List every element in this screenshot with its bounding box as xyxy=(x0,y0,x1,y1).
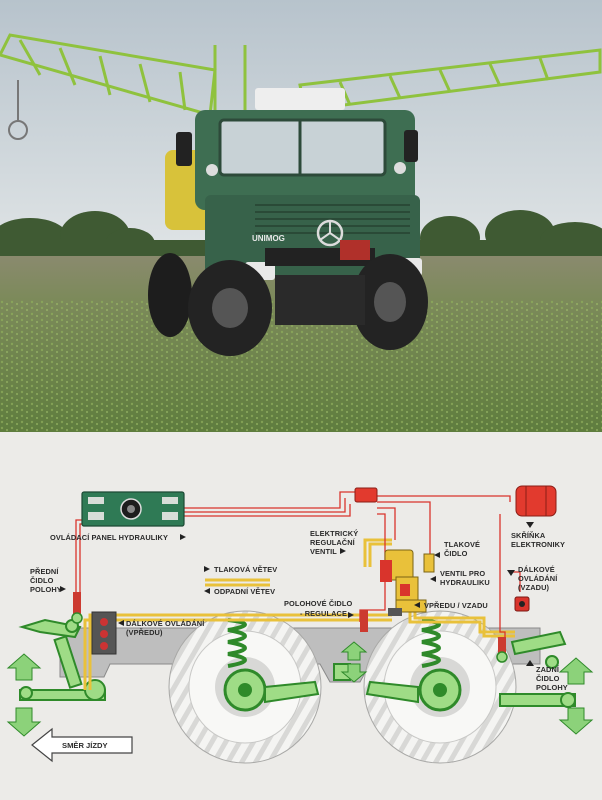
unimog-truck: UNIMOG xyxy=(148,88,428,356)
label-rear-sensor-2: ČIDLO xyxy=(536,674,560,683)
travel-direction: SMĚR JÍZDY xyxy=(31,727,133,763)
direction-label: SMĚR JÍZDY xyxy=(62,741,108,750)
electric-control-valve xyxy=(380,549,419,602)
rear-position-sensor xyxy=(496,637,508,663)
label-rear-sensor-3: POLOHY xyxy=(536,683,568,692)
label-control-panel: OVLÁDACÍ PANEL HYDRAULIKY xyxy=(50,533,168,542)
label-front-remote-2: (VPŘEDU) xyxy=(126,628,163,637)
label-pressure-sensor-1: TLAKOVÉ xyxy=(444,540,480,549)
label-hydraulic-valve-1: VENTIL PRO xyxy=(440,569,485,578)
label-electronics-box-1: SKŘÍŇKA xyxy=(511,531,546,540)
label-electric-valve-3: VENTIL xyxy=(310,547,337,556)
pressure-sensor xyxy=(423,553,435,573)
label-rear-remote-1: DÁLKOVÉ xyxy=(518,565,555,574)
label-electric-valve-1: ELEKTRICKÝ xyxy=(310,529,358,538)
unimog-badge: UNIMOG xyxy=(252,234,285,243)
label-electronics-box-2: ELEKTRONIKY xyxy=(511,540,565,549)
label-position-sensor-2: - REGULACE xyxy=(300,609,347,618)
rear-axle xyxy=(365,618,462,712)
label-rear-remote-3: (VZADU) xyxy=(518,583,550,592)
label-front-remote-1: DÁLKOVÉ OVLÁDÁNÍ xyxy=(126,619,205,628)
label-pressure-sensor-2: ČIDLO xyxy=(444,549,468,558)
electronics-box xyxy=(515,485,557,517)
label-front-sensor-3: POLOHY xyxy=(30,585,62,594)
label-front-sensor-1: PŘEDNÍ xyxy=(30,567,59,576)
label-hydraulic-valve-2: HYDRAULIKU xyxy=(440,578,490,587)
lift-arrows xyxy=(6,641,594,737)
label-rear-remote-2: OVLÁDÁNÍ xyxy=(518,574,558,583)
hydraulic-control-panel xyxy=(81,491,185,527)
label-rear-sensor-1: ZADNÍ xyxy=(536,665,560,674)
unimog-sprayer-photo: UNIMOG xyxy=(0,0,602,432)
label-return-line: ODPADNÍ VĚTEV xyxy=(214,587,275,596)
hydraulic-lines xyxy=(83,538,515,690)
label-front-rear: VPŘEDU / VZADU xyxy=(424,601,488,610)
wire-connector xyxy=(354,487,378,503)
label-pressure-line: TLAKOVÁ VĚTEV xyxy=(214,565,277,574)
front-axle xyxy=(223,618,320,712)
rear-remote-control xyxy=(514,596,530,612)
regulation-position-sensor xyxy=(360,610,368,632)
front-position-sensor xyxy=(71,592,83,624)
diagram-labels: OVLÁDACÍ PANEL HYDRAULIKY SKŘÍŇKA ELEKTR… xyxy=(30,522,568,692)
label-electric-valve-2: REGULAČNÍ xyxy=(310,538,356,547)
label-front-sensor-2: ČIDLO xyxy=(30,576,54,585)
label-position-sensor-1: POLOHOVÉ ČIDLO xyxy=(284,599,352,608)
hydraulics-diagram: SMĚR JÍZDY xyxy=(0,432,602,800)
